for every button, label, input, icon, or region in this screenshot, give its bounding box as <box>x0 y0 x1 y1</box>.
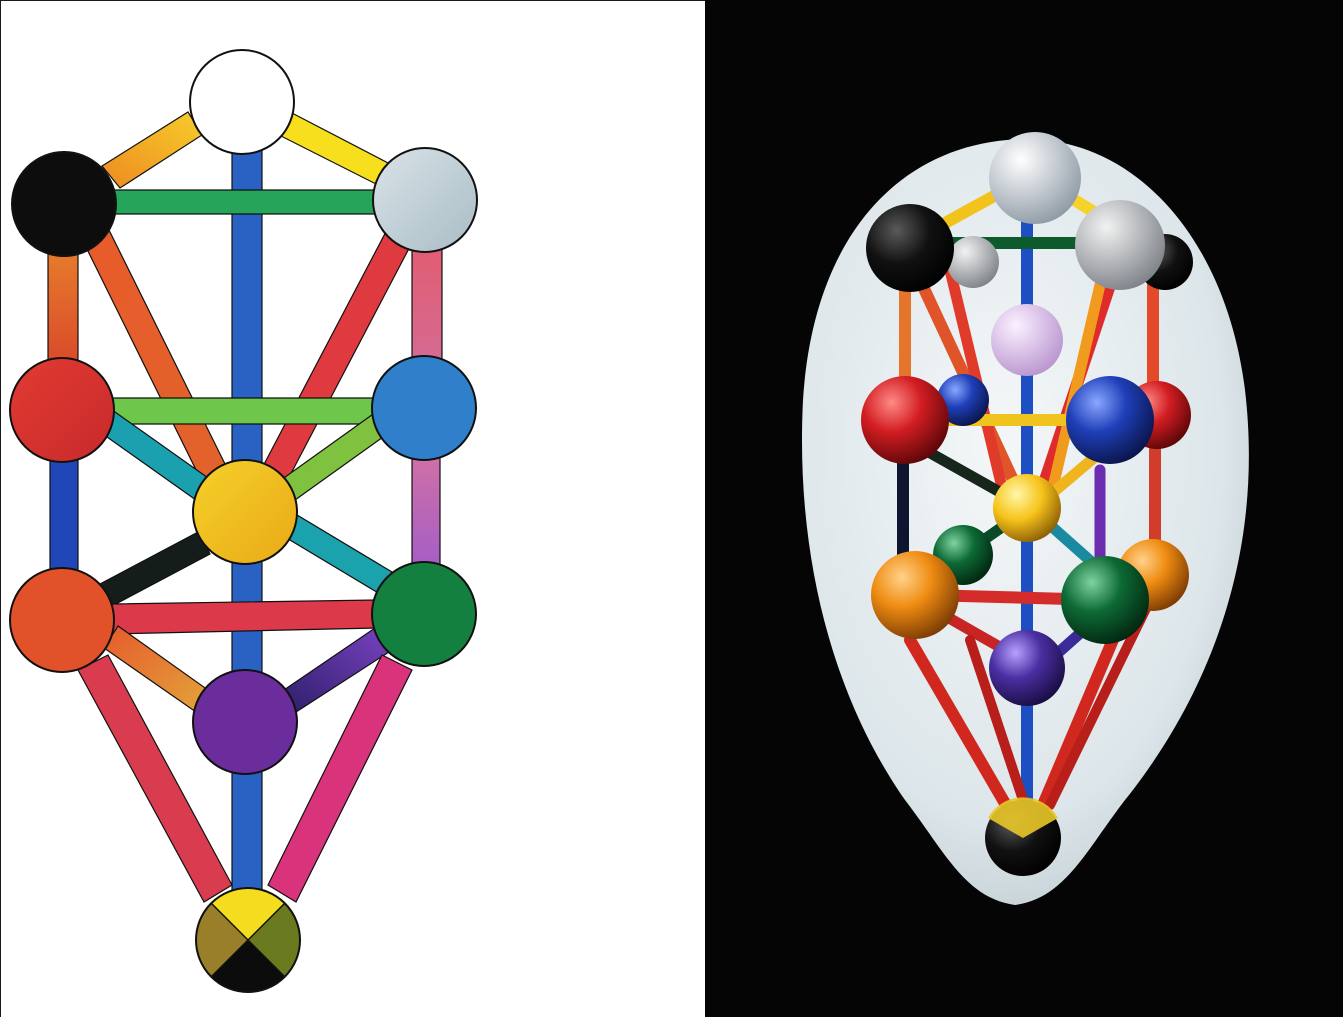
path-kether-binah <box>102 112 202 188</box>
flat-tree-of-life-diagram <box>0 0 705 1017</box>
path-kether-chokmah <box>281 112 392 187</box>
ball-yesod <box>989 630 1065 706</box>
ball-chokmah <box>1075 200 1165 290</box>
sphere-yesod <box>193 670 297 774</box>
ball-malkuth <box>985 797 1061 876</box>
ball-netzach <box>1061 556 1149 644</box>
ball-tiphareth <box>993 474 1061 542</box>
model-photo-svg <box>705 0 1343 1017</box>
3d-tree-of-life-model-photo <box>705 0 1343 1017</box>
path-binah-chokmah <box>112 190 376 214</box>
path-tiphareth-netzach <box>280 512 392 594</box>
path-chesed-netzach <box>412 455 440 575</box>
path-geburah-chesed <box>112 398 376 424</box>
ball-kether <box>989 132 1081 224</box>
sphere-geburah <box>10 358 114 462</box>
sphere-malkuth <box>196 888 301 993</box>
ball-geburah <box>861 376 949 464</box>
ball-daath <box>991 304 1063 376</box>
sphere-netzach <box>372 562 476 666</box>
sphere-hod <box>10 568 114 672</box>
ball-binah <box>866 204 954 292</box>
path-chokmah-chesed <box>412 235 442 365</box>
path-geburah-hod <box>50 455 78 575</box>
sphere-kether <box>190 50 294 154</box>
path-hod-netzach <box>112 600 376 634</box>
flat-tree-svg <box>0 0 705 1017</box>
sphere-binah <box>12 152 116 256</box>
sphere-tiphareth <box>193 460 297 564</box>
sphere-chokmah <box>373 148 477 252</box>
sphere-chesed <box>372 356 476 460</box>
ball-hod <box>871 551 959 639</box>
ball-chesed <box>1066 376 1154 464</box>
path-tiphareth-hod <box>100 532 210 606</box>
ball-chokmah-back <box>947 236 999 288</box>
